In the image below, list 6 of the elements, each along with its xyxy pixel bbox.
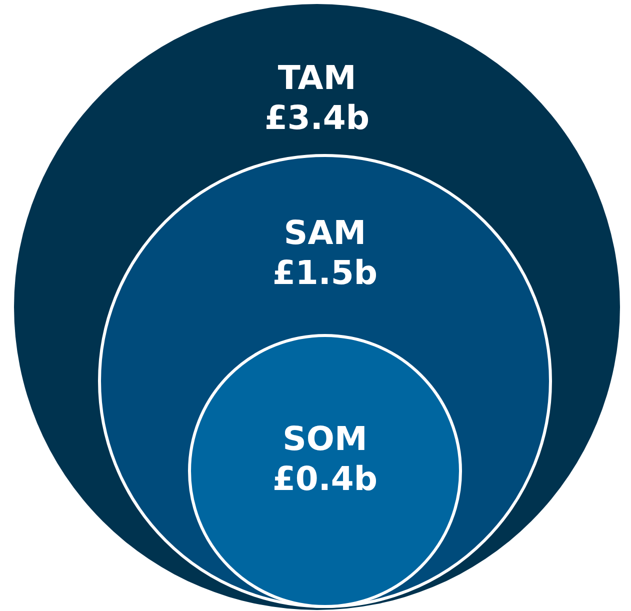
market-size-label: TAM xyxy=(278,58,356,98)
market-size-label: £1.5b xyxy=(272,253,378,293)
market-size-label: SOM xyxy=(282,419,368,459)
market-size-label: SAM xyxy=(284,213,366,253)
market-size-label: £0.4b xyxy=(272,459,378,499)
market-size-label: £3.4b xyxy=(264,98,370,138)
